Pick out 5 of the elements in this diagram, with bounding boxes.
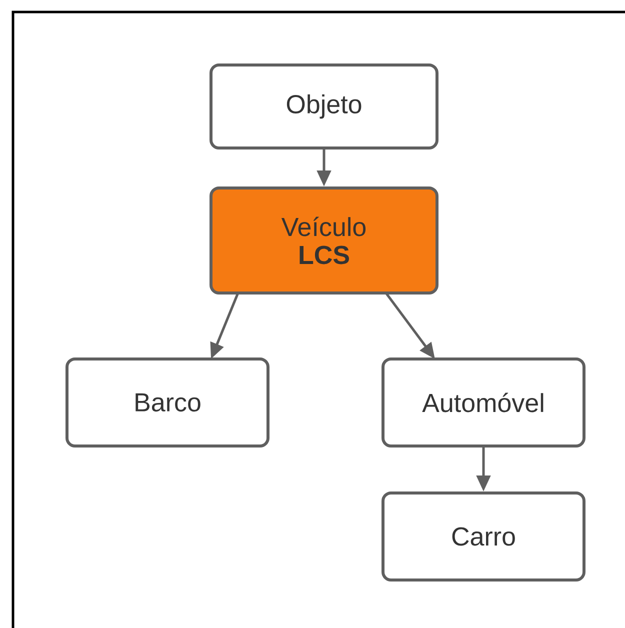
class-box: Carro [382,492,586,582]
class-box: Barco [66,358,270,448]
class-box: Automóvel [382,358,586,448]
class-box: Objeto [210,64,438,150]
class-box: Veículo LCS [210,186,438,294]
